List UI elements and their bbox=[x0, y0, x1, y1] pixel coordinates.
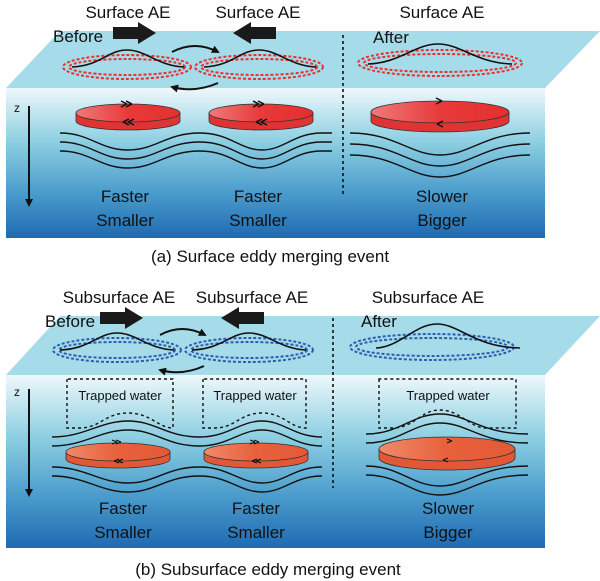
block-arrow-left-icon bbox=[233, 22, 276, 44]
before-label: Before bbox=[45, 312, 95, 331]
descriptor-mid-1: Faster bbox=[232, 499, 281, 518]
eddy-ring-right bbox=[357, 49, 523, 77]
descriptor-right-2: Bigger bbox=[423, 523, 472, 542]
rotation-arrow-bottom-icon bbox=[170, 82, 219, 93]
ssh-bump-left bbox=[71, 49, 185, 68]
trapped-water-mid: Trapped water bbox=[202, 378, 307, 429]
descriptor-right-2: Bigger bbox=[417, 211, 466, 230]
rotation-arrow-top-icon bbox=[159, 328, 207, 336]
eddy-disk-left bbox=[75, 100, 181, 131]
eddy-disk-right bbox=[370, 97, 510, 133]
descriptor-left-2: Smaller bbox=[94, 523, 152, 542]
eddy-label-mid: Surface AE bbox=[215, 3, 300, 22]
descriptor-mid-1: Faster bbox=[234, 187, 283, 206]
after-label: After bbox=[361, 312, 397, 331]
z-axis-label: z bbox=[14, 385, 20, 399]
descriptor-left-1: Faster bbox=[99, 499, 148, 518]
ssh-bump-left bbox=[59, 332, 175, 351]
trapped-water-label: Trapped water bbox=[406, 388, 490, 403]
trapped-water-label: Trapped water bbox=[213, 388, 297, 403]
block-arrow-right-icon bbox=[113, 22, 156, 44]
descriptor-left-2: Smaller bbox=[96, 211, 154, 230]
caption-a: (a) Surface eddy merging event bbox=[151, 247, 389, 266]
eddy-label-left: Surface AE bbox=[85, 3, 170, 22]
ssh-bump-mid bbox=[203, 49, 317, 68]
ssh-bump-mid bbox=[191, 332, 307, 351]
eddy-disk-mid bbox=[203, 439, 309, 469]
block-arrow-right-icon bbox=[100, 307, 143, 329]
descriptor-right-1: Slower bbox=[416, 187, 468, 206]
z-axis-label: z bbox=[14, 101, 20, 115]
isopycnals-right bbox=[349, 132, 531, 178]
eddy-ring-left bbox=[62, 54, 192, 80]
eddy-label-left: Subsurface AE bbox=[63, 288, 175, 307]
before-label: Before bbox=[53, 27, 103, 46]
ssh-bump-right bbox=[367, 43, 513, 65]
descriptor-mid-2: Smaller bbox=[227, 523, 285, 542]
rotation-arrow-bottom-icon bbox=[158, 365, 205, 376]
eddy-disk-mid bbox=[208, 100, 314, 131]
sea-surface-plane bbox=[6, 316, 600, 375]
trapped-water-label: Trapped water bbox=[78, 388, 162, 403]
descriptor-mid-2: Smaller bbox=[229, 211, 287, 230]
rotation-arrow-top-icon bbox=[171, 45, 220, 53]
after-label: After bbox=[373, 28, 409, 47]
ssh-bump-right bbox=[375, 323, 521, 349]
eddy-label-mid: Subsurface AE bbox=[196, 288, 308, 307]
isopycnals-lower-right bbox=[365, 465, 529, 496]
isopycnals-left bbox=[59, 132, 332, 169]
eddy-ring-mid bbox=[194, 54, 324, 80]
descriptor-right-1: Slower bbox=[422, 499, 474, 518]
panel-a: Surface AE Surface AE Surface AE Before … bbox=[6, 3, 600, 266]
eddy-ring-left bbox=[52, 337, 182, 363]
isopycnals-lower-left bbox=[51, 466, 323, 493]
eddy-ring-mid bbox=[184, 337, 314, 363]
block-arrow-left-icon bbox=[221, 307, 264, 329]
eddy-disk-right bbox=[378, 436, 516, 471]
eddy-label-right: Subsurface AE bbox=[372, 288, 484, 307]
trapped-water-right: Trapped water bbox=[378, 378, 517, 429]
isopycnals-upper-left bbox=[51, 420, 323, 447]
isopycnals-upper-right bbox=[365, 413, 529, 444]
eddy-disk-left bbox=[65, 439, 171, 469]
descriptor-left-1: Faster bbox=[101, 187, 150, 206]
caption-b: (b) Subsurface eddy merging event bbox=[135, 560, 401, 579]
eddy-label-right: Surface AE bbox=[399, 3, 484, 22]
panel-b: Subsurface AE Subsurface AE Subsurface A… bbox=[6, 288, 600, 579]
trapped-water-left: Trapped water bbox=[66, 378, 174, 429]
